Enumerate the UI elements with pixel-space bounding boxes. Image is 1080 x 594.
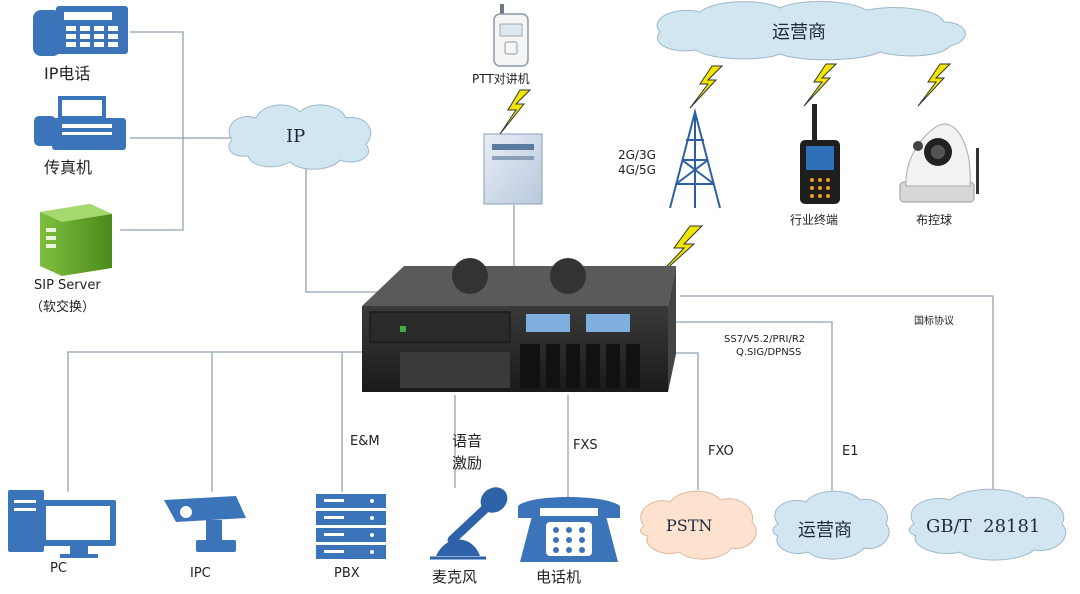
link-em-label: E&M	[350, 434, 380, 449]
microphone-label: 麦克风	[432, 568, 478, 586]
cloud-ip-label: IP	[286, 126, 306, 147]
cloud-operator-bottom	[772, 490, 890, 560]
industry-terminal-icon	[800, 104, 840, 204]
dome-camera-icon	[899, 123, 979, 203]
signaling-label-1: SS7/V5.2/PRI/R2	[724, 334, 806, 345]
link-voice-label-2: 激励	[452, 454, 483, 472]
pbx-rack-icon	[316, 494, 386, 559]
ipc-label: IPC	[190, 566, 211, 581]
signaling-label-2: Q.SIG/DPNSS	[736, 347, 802, 358]
cloud-gbt	[908, 488, 1067, 561]
base-station-tower-icon	[669, 108, 721, 209]
cloud-pstn	[640, 490, 757, 560]
link-fxs-label: FXS	[573, 438, 598, 453]
pbx-label: PBX	[334, 566, 360, 581]
base-station-label-1: 2G/3G	[618, 148, 656, 162]
dome-camera-label: 布控球	[916, 213, 953, 227]
link-voice-label-1: 语音	[452, 432, 483, 450]
ptt-radio-icon	[493, 4, 529, 67]
sip-server-label: SIP Server	[34, 278, 101, 293]
cloud-pstn-label: PSTN	[666, 516, 713, 535]
pc-icon	[8, 490, 116, 558]
gateway-device-icon	[483, 133, 543, 205]
fax-icon	[34, 96, 126, 150]
ipc-camera-icon	[164, 496, 246, 552]
connection-lines	[67, 31, 994, 505]
base-station-label-2: 4G/5G	[618, 163, 656, 177]
link-fxo-label: FXO	[708, 444, 734, 459]
telephone-label: 电话机	[536, 568, 582, 586]
cloud-operator-bottom-label: 运营商	[798, 520, 852, 541]
cloud-gbt-label: GB/T 28181	[926, 516, 1041, 537]
telephone-icon	[518, 497, 620, 562]
sip-server-sublabel: （软交换）	[30, 300, 96, 315]
cloud-operator-top-label: 运营商	[772, 22, 826, 43]
ptt-label: PTT对讲机	[472, 72, 530, 86]
cloud-operator-top	[656, 1, 966, 61]
ip-phone-label: IP电话	[44, 64, 91, 83]
pc-label: PC	[50, 561, 67, 576]
link-e1-label: E1	[842, 444, 859, 459]
industry-terminal-label: 行业终端	[790, 213, 839, 227]
fax-label: 传真机	[44, 158, 93, 177]
sip-server-icon	[40, 204, 112, 276]
main-gateway-cabinet	[362, 258, 676, 392]
national-protocol-label: 国标协议	[914, 316, 954, 327]
lightning-icons	[499, 63, 952, 283]
cloud-ip	[228, 104, 372, 170]
ip-phone-icon	[33, 6, 128, 56]
microphone-icon	[430, 487, 508, 560]
